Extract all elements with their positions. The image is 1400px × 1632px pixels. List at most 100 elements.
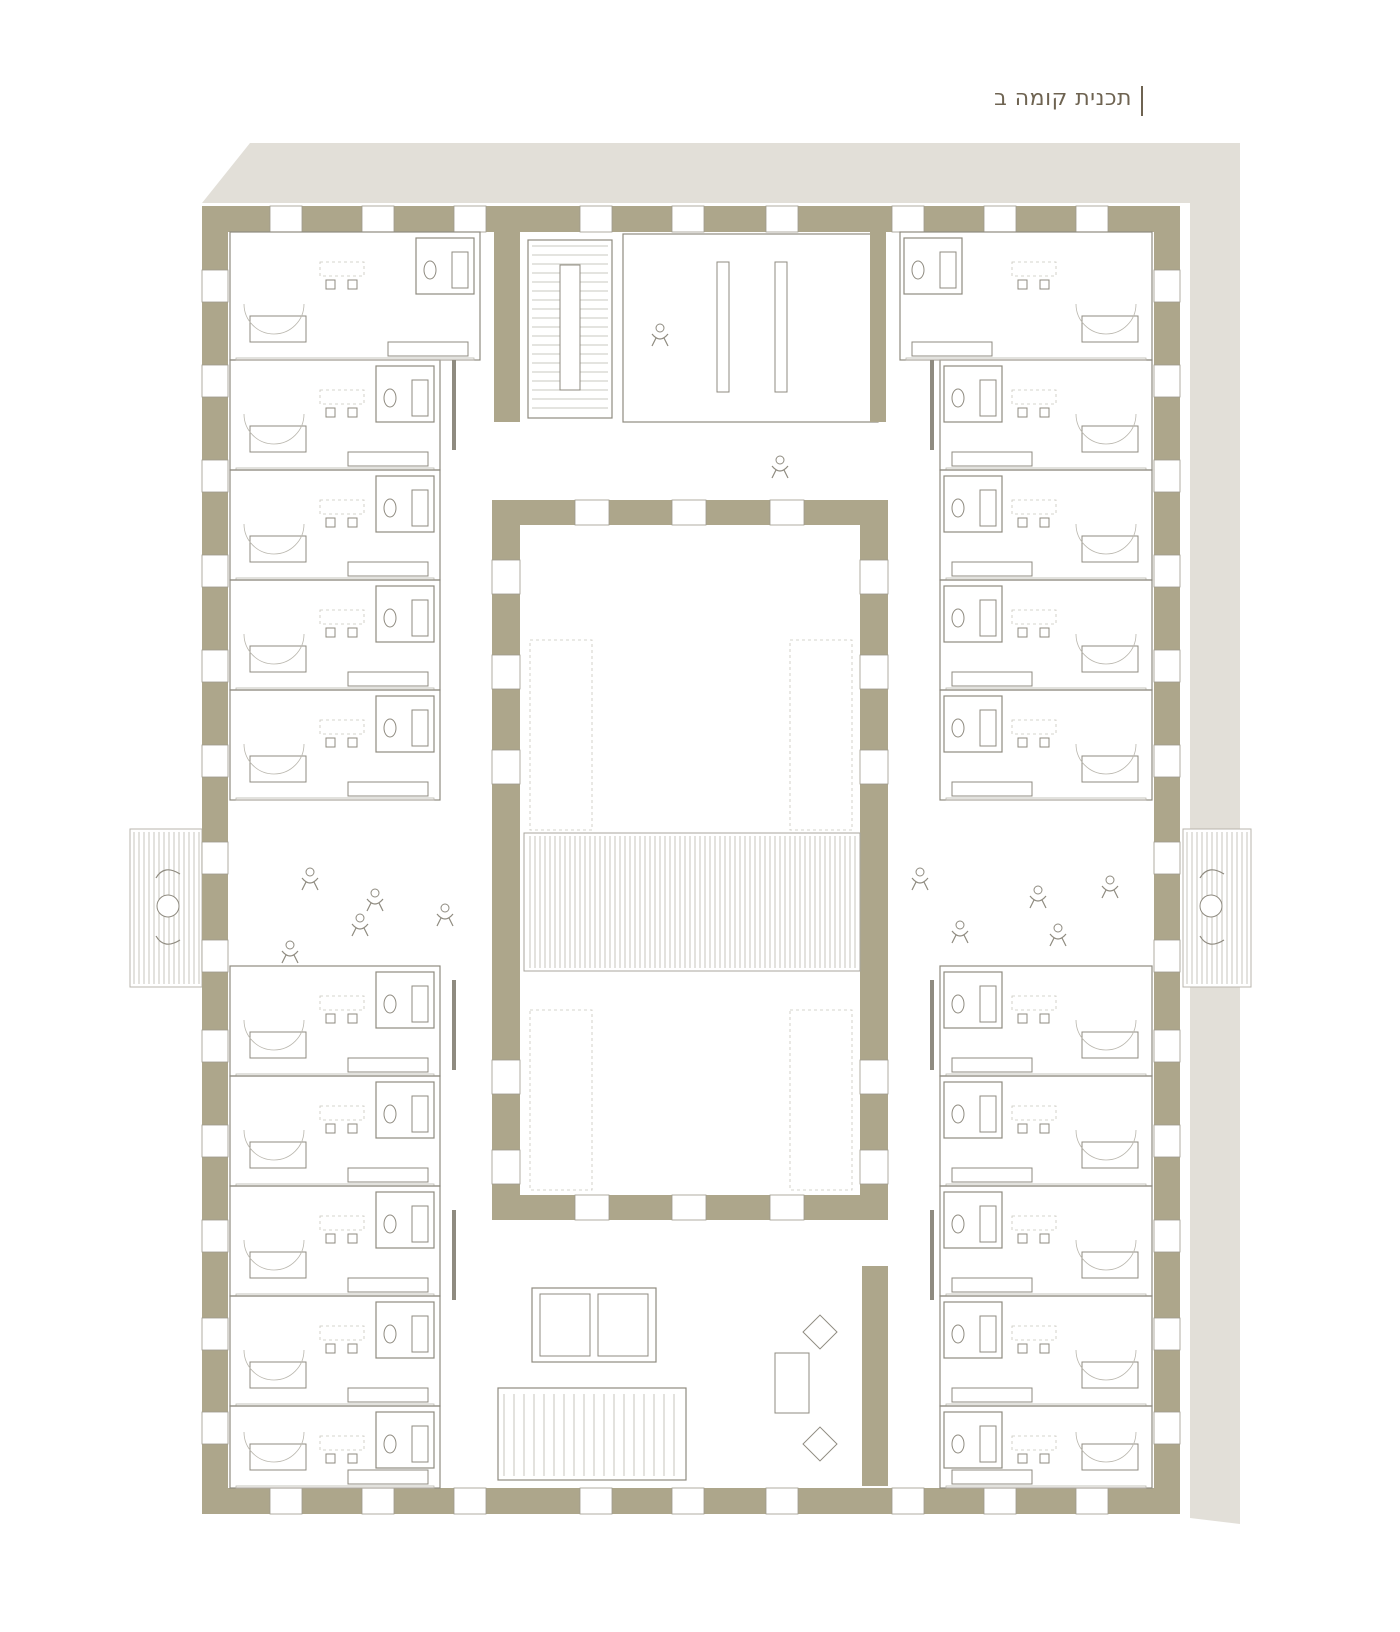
rug-arc	[243, 1129, 305, 1161]
sofa	[249, 645, 307, 673]
window-west	[201, 1124, 229, 1158]
window-court-north	[769, 499, 805, 526]
dining-table	[1011, 389, 1057, 405]
person-body	[911, 877, 929, 891]
sofa	[1081, 1361, 1139, 1389]
dining-table	[1011, 609, 1057, 625]
dining-table	[1011, 1435, 1057, 1451]
chair	[325, 407, 336, 418]
rug-arc	[1075, 523, 1137, 555]
person-body	[1029, 895, 1047, 909]
bathroom	[943, 1301, 1003, 1359]
courtyard-dashed-left-bottom	[529, 1009, 593, 1191]
kitchen-counter	[951, 451, 1033, 467]
window-west	[201, 269, 229, 303]
shower	[979, 599, 997, 637]
window-court-east	[859, 559, 889, 595]
toilet	[383, 994, 397, 1014]
north-stair	[527, 239, 613, 419]
bathroom	[943, 475, 1003, 533]
window-south	[671, 1487, 705, 1515]
kitchen-counter	[911, 341, 993, 357]
window-south	[269, 1487, 303, 1515]
partition-wall	[452, 1210, 456, 1300]
toilet	[383, 1104, 397, 1124]
kitchen-counter	[347, 1277, 429, 1293]
window-north	[361, 205, 395, 233]
apartment-unit	[229, 579, 441, 691]
chair	[347, 627, 358, 638]
person-figure	[366, 888, 384, 912]
person-body	[301, 877, 319, 891]
bathroom	[375, 695, 435, 753]
toilet	[383, 1214, 397, 1234]
lounge-chair-2	[802, 1426, 838, 1462]
chair	[325, 1343, 336, 1354]
dining-table	[1011, 995, 1057, 1011]
sofa	[1081, 535, 1139, 563]
shower	[979, 709, 997, 747]
apartment-unit	[229, 965, 441, 1077]
window-court-east	[859, 654, 889, 690]
kitchen-counter	[951, 1469, 1033, 1485]
toilet	[383, 498, 397, 518]
dining-table	[319, 499, 365, 515]
window-north	[891, 205, 925, 233]
shower	[451, 251, 469, 289]
partition-wall	[930, 1210, 934, 1300]
sofa	[249, 1251, 307, 1279]
chair	[1017, 1233, 1028, 1244]
window-court-south	[574, 1194, 610, 1221]
shower	[411, 1425, 429, 1463]
person-body	[351, 923, 369, 937]
window-north	[765, 205, 799, 233]
chair	[325, 1013, 336, 1024]
people-figures	[281, 323, 1119, 964]
wardrobe	[945, 1485, 1147, 1489]
chair	[325, 627, 336, 638]
window-west	[201, 841, 229, 875]
chair	[1017, 1453, 1028, 1464]
rug-arc	[1075, 1019, 1137, 1051]
window-west	[201, 744, 229, 778]
person-head	[1105, 875, 1115, 885]
shower	[411, 379, 429, 417]
shower	[979, 379, 997, 417]
chair	[1039, 737, 1050, 748]
shower	[979, 1205, 997, 1243]
shower	[411, 709, 429, 747]
chair	[1017, 1013, 1028, 1024]
north-hall-column-2	[774, 261, 788, 393]
apartment-unit	[229, 359, 441, 471]
lift-block	[531, 1287, 657, 1363]
bathroom	[375, 1081, 435, 1139]
shower	[411, 1095, 429, 1133]
south-stair	[497, 1387, 687, 1481]
person-head	[1033, 885, 1043, 895]
apartment-unit	[229, 689, 441, 801]
shower	[411, 1315, 429, 1353]
window-north	[983, 205, 1017, 233]
partition-wall	[930, 980, 934, 1070]
window-south	[453, 1487, 487, 1515]
chair	[347, 1233, 358, 1244]
kitchen-counter	[347, 781, 429, 797]
rug-arc	[243, 303, 305, 335]
kitchen-counter	[951, 1277, 1033, 1293]
toilet	[951, 388, 965, 408]
window-court-west	[491, 654, 521, 690]
kitchen-counter	[347, 671, 429, 687]
person-head	[370, 888, 380, 898]
apartment-unit	[939, 1295, 1153, 1407]
window-west	[201, 939, 229, 973]
apartments	[229, 231, 1153, 1489]
window-north	[1075, 205, 1109, 233]
kitchen-counter	[951, 781, 1033, 797]
sofa	[249, 1443, 307, 1471]
window-court-east	[859, 749, 889, 785]
dining-table	[1011, 1215, 1057, 1231]
window-west	[201, 1317, 229, 1351]
sofa	[1081, 1251, 1139, 1279]
title-divider	[1141, 86, 1143, 116]
rug-arc	[1075, 1239, 1137, 1271]
